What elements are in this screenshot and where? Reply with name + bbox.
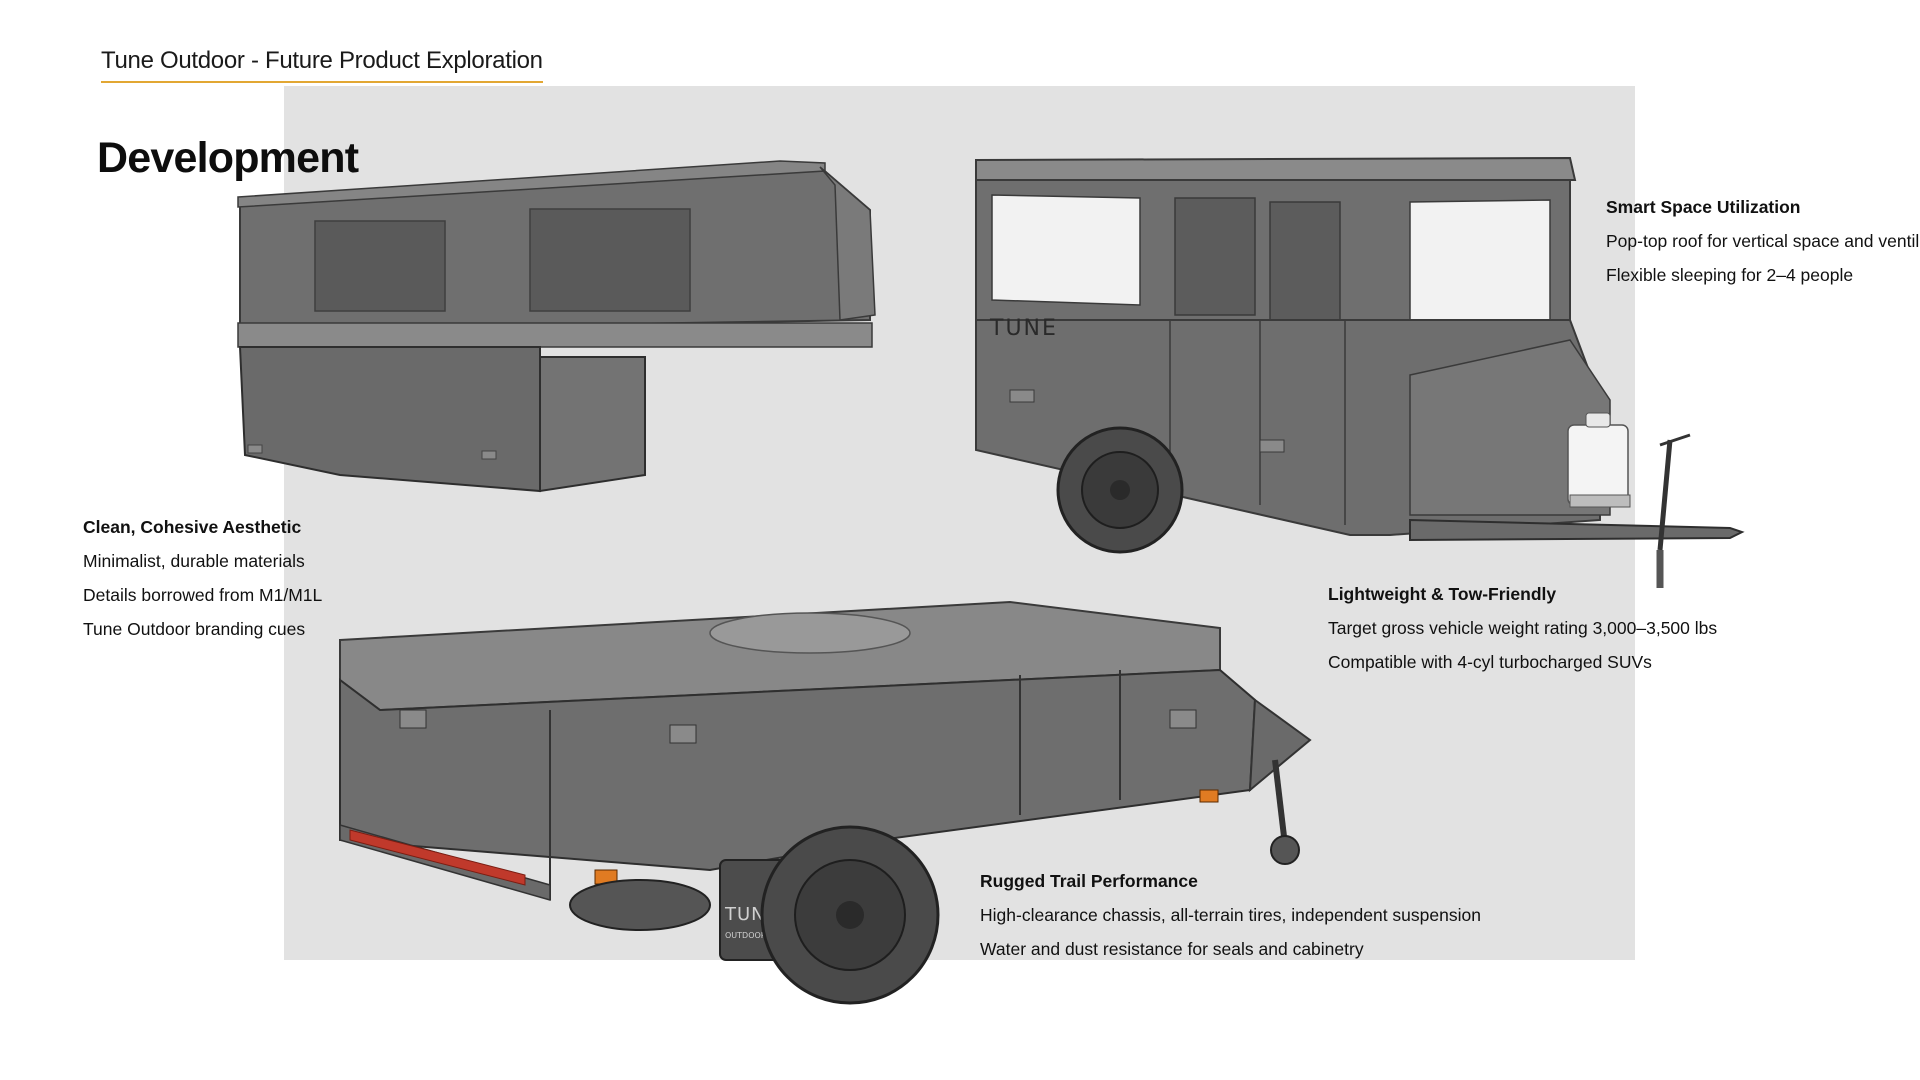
page-title: Development <box>97 134 359 182</box>
feature-smart-space: Smart Space Utilization Pop-top roof for… <box>1606 190 1919 292</box>
tongue-jack <box>1657 439 1673 551</box>
propane-tank <box>1567 424 1629 506</box>
header-title: Tune Outdoor - Future Product Exploratio… <box>101 47 543 83</box>
feature-line: Details borrowed from M1/M1L <box>83 585 323 605</box>
feature-title: Rugged Trail Performance <box>980 871 1198 891</box>
feature-lightweight: Lightweight & Tow-Friendly Target gross … <box>1328 577 1717 679</box>
feature-title: Clean, Cohesive Aesthetic <box>83 517 302 537</box>
brand-wordmark: TUNE <box>989 316 1058 341</box>
trailer-rear-three-quarter-sketch: TUNE OUTDOOR <box>339 600 1312 1005</box>
window-panel <box>529 208 691 312</box>
feature-line: Minimalist, durable materials <box>83 551 305 571</box>
rear-reflector-strip <box>349 829 526 886</box>
feature-line: Compatible with 4-cyl turbocharged SUVs <box>1328 652 1652 672</box>
tow-tongue <box>1409 518 1745 542</box>
feature-title: Lightweight & Tow-Friendly <box>1328 584 1557 604</box>
feature-line: Water and dust resistance for seals and … <box>980 939 1364 959</box>
feature-line: Tune Outdoor branding cues <box>83 619 306 639</box>
feature-line: High-clearance chassis, all-terrain tire… <box>980 905 1481 925</box>
feature-line: Flexible sleeping for 2–4 people <box>1606 265 1854 285</box>
mud-flap-sub-wordmark: OUTDOOR <box>725 931 767 940</box>
window-panel <box>1409 199 1551 329</box>
marker-light <box>1199 789 1219 803</box>
camper-front-three-quarter-sketch: TUNE <box>975 156 1745 588</box>
camper-side-view-sketch <box>237 160 876 493</box>
tongue-jack <box>1272 759 1288 846</box>
tow-tongue <box>1248 698 1312 793</box>
feature-title: Smart Space Utilization <box>1606 197 1801 217</box>
window-panel <box>314 220 446 312</box>
feature-line: Target gross vehicle weight rating 3,000… <box>1328 618 1718 638</box>
feature-aesthetic: Clean, Cohesive Aesthetic Minimalist, du… <box>83 510 322 646</box>
feature-rugged: Rugged Trail Performance High-clearance … <box>980 864 1481 966</box>
window-panel <box>991 194 1141 306</box>
feature-line: Pop-top roof for vertical space and vent… <box>1606 231 1920 251</box>
